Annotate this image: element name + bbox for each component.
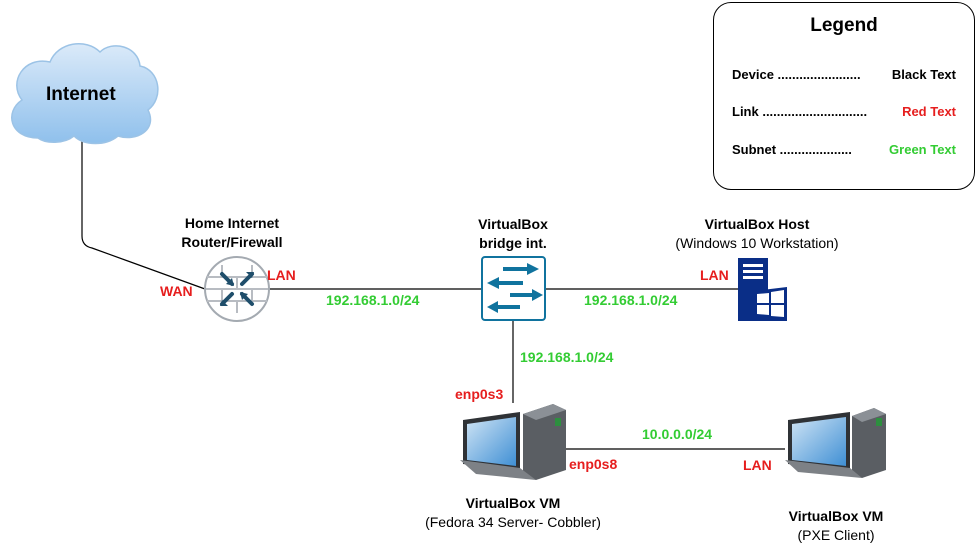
subnet-bridge-host: 192.168.1.0/24 (584, 292, 678, 308)
legend-row-device-value: Black Text (891, 67, 956, 82)
subnet-vm-vm: 10.0.0.0/24 (642, 426, 713, 442)
subnet-bridge-vm: 192.168.1.0/24 (520, 349, 614, 365)
legend-title: Legend (810, 15, 878, 36)
vm-client-label-line1: VirtualBox VM (788, 508, 884, 524)
legend-row-link: Link ............................. Red T… (732, 104, 956, 119)
legend-box: Legend Device ....................... Bl… (713, 2, 975, 190)
cloud-icon (11, 43, 159, 145)
vm-server-if1-label: enp0s3 (455, 386, 504, 402)
legend-row-subnet-key: Subnet .................... (732, 142, 852, 157)
router-lan-link-label: LAN (267, 267, 296, 283)
host-lan-link-label: LAN (700, 267, 729, 283)
windows-server-icon (738, 258, 787, 321)
vm-server-label-line2: (Fedora 34 Server- Cobbler) (425, 514, 601, 530)
subnet-router-bridge: 192.168.1.0/24 (326, 292, 420, 308)
vm-client-label-line2: (PXE Client) (797, 527, 875, 543)
host-label-line2: (Windows 10 Workstation) (675, 235, 839, 251)
router-label: Home Internet Router/Firewall (181, 214, 282, 252)
internet-label: Internet (46, 84, 116, 105)
bridge-label: VirtualBox bridge int. (478, 215, 548, 253)
vm-computer-icon (785, 408, 886, 478)
router-firewall-icon (204, 256, 270, 322)
bridge-switch-icon (481, 256, 546, 321)
bridge-label-line2: bridge int. (479, 235, 547, 251)
legend-row-link-key: Link ............................. (732, 104, 868, 119)
router-wan-link-label: WAN (160, 283, 193, 299)
router-label-line1: Home Internet (184, 215, 280, 231)
host-label: VirtualBox Host (Windows 10 Workstation) (675, 215, 838, 253)
vm-client-lan-link-label: LAN (743, 457, 772, 473)
legend-row-device: Device ....................... Black Tex… (732, 67, 956, 82)
vm-server-if2-label: enp0s8 (569, 456, 618, 472)
legend-row-subnet: Subnet .................... Green Text (732, 142, 956, 157)
legend-row-link-value: Red Text (902, 104, 956, 119)
vm-server-label-line1: VirtualBox VM (465, 495, 561, 511)
link-internet-router (81, 138, 206, 290)
vm-computer-icon (460, 404, 566, 480)
legend-row-device-key: Device ....................... (732, 67, 861, 82)
host-label-line1: VirtualBox Host (704, 216, 810, 232)
vm-client-label: VirtualBox VM (PXE Client) (789, 507, 884, 545)
bridge-label-line1: VirtualBox (478, 216, 548, 232)
router-label-line2: Router/Firewall (181, 234, 283, 250)
vm-server-label: VirtualBox VM (Fedora 34 Server- Cobbler… (425, 494, 601, 532)
legend-row-subnet-value: Green Text (889, 142, 956, 157)
